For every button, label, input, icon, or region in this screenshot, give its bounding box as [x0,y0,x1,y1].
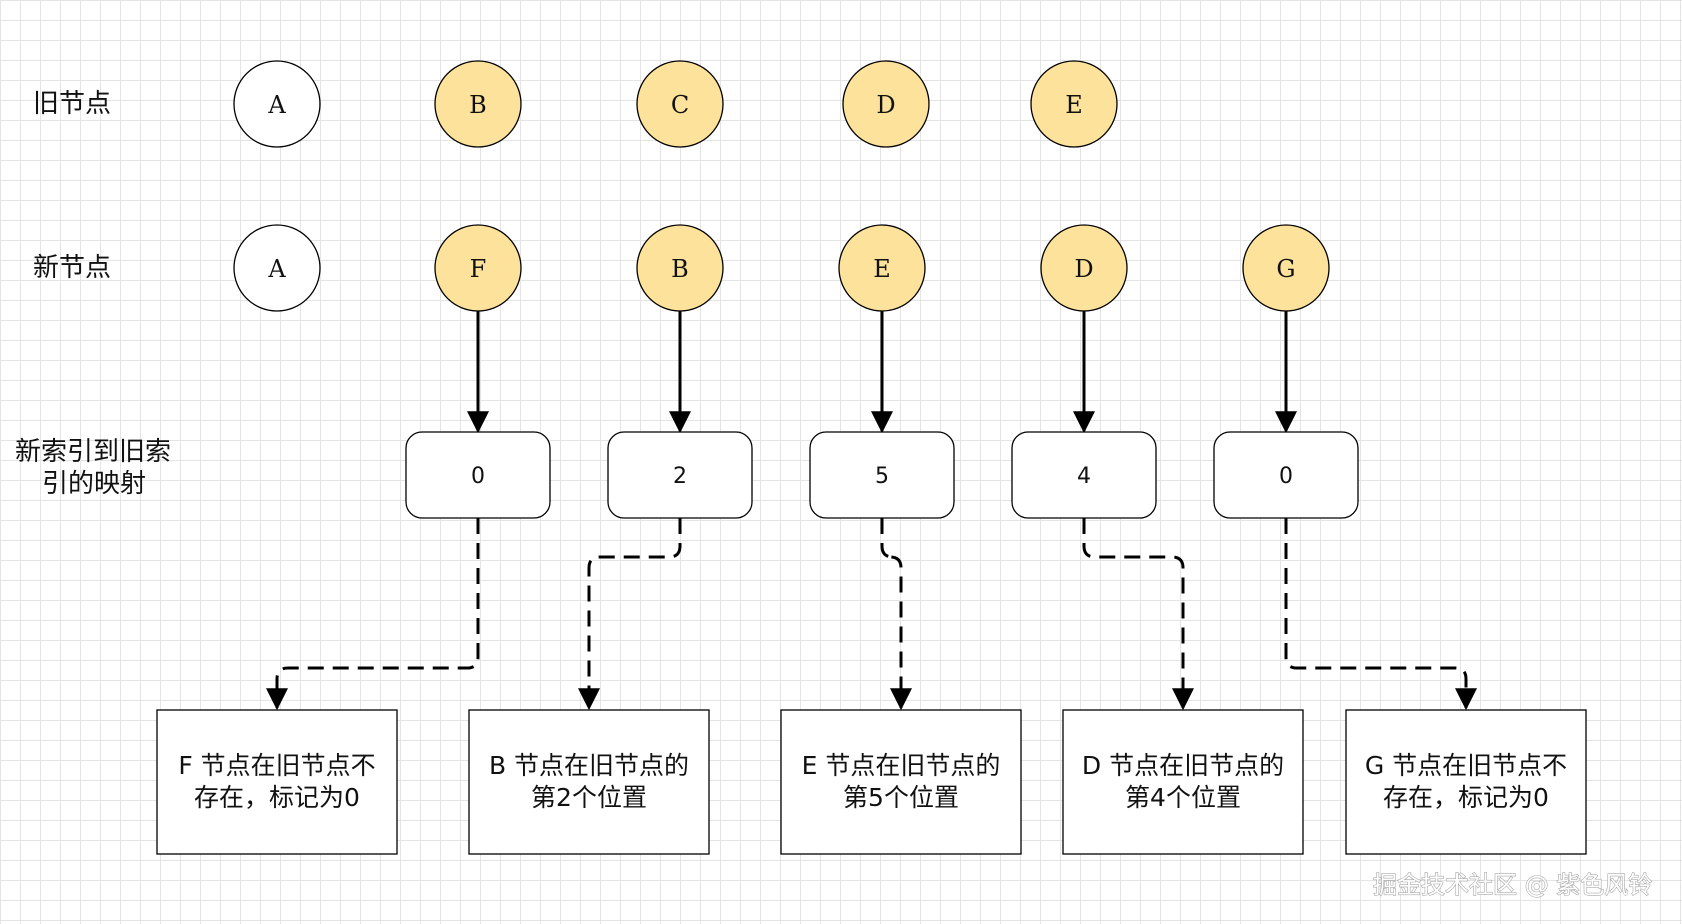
dashed-connector-f [266,518,480,711]
node-letter: G [1276,255,1295,283]
index-value: 2 [673,464,687,489]
new-node-a: A [233,224,321,312]
node-letter: A [267,91,286,119]
note-box-frame [1345,709,1587,855]
new-node-e: E [838,224,926,312]
note-box-frame [468,709,710,855]
index-value: 4 [1077,464,1091,489]
node-letter: E [1065,91,1083,119]
new-node-f: F [434,224,522,312]
node-circle [1030,60,1118,148]
old-node-d: D [842,60,930,148]
old-node-b: B [434,60,522,148]
note-line-2: 存在，标记为0 [1383,783,1549,812]
node-letter: B [671,255,689,283]
note-line-1: F 节点在旧节点不 [178,751,375,780]
node-letter: B [469,91,487,119]
old-node-e: E [1030,60,1118,148]
note-line-1: E 节点在旧节点的 [802,751,1001,780]
note-line-1: B 节点在旧节点的 [489,751,689,780]
note-box-frame [780,709,1022,855]
index-box: 0 [1213,431,1359,519]
note-line-2: 第4个位置 [1125,783,1241,812]
index-map-row: 0 2 5 4 0 [405,431,1359,519]
new-node-d: D [1040,224,1128,312]
old-node-c: C [636,60,724,148]
dashed-connector-b [578,518,682,711]
index-value: 5 [875,464,889,489]
old-nodes-row: A B C D E [233,60,1118,148]
index-value: 0 [471,464,485,489]
old-node-a: A [233,60,321,148]
index-box: 2 [607,431,753,519]
note-box-frame [1062,709,1304,855]
watermark-text: 掘金技术社区 @ 紫色风铃 [1373,871,1652,899]
index-box: 4 [1011,431,1157,519]
dashed-connector-g [1284,518,1477,711]
node-circle [636,60,724,148]
node-letter: F [470,255,487,283]
note-line-1: D 节点在旧节点的 [1082,751,1284,780]
note-line-2: 第2个位置 [531,783,647,812]
dashed-connector-d [1082,518,1194,711]
note-line-2: 存在，标记为0 [194,783,360,812]
index-box: 5 [809,431,955,519]
new-nodes-row-label: 新节点 [33,253,111,283]
index-box: 0 [405,431,551,519]
old-nodes-row-label: 旧节点 [33,89,111,119]
note-line-1: G 节点在旧节点不 [1365,751,1567,780]
index-map-row-label-line1: 新索引到旧索 [15,437,171,467]
node-letter: D [876,91,895,119]
node-circle [233,60,321,148]
node-letter: D [1074,255,1093,283]
node-letter: C [671,91,689,119]
new-node-g: G [1242,224,1330,312]
dashed-connector-e [880,518,912,711]
note-line-2: 第5个位置 [843,783,959,812]
index-map-row-label-line2: 引的映射 [42,469,146,499]
solid-arrows [467,311,1297,434]
node-circle [233,224,321,312]
node-circle [434,60,522,148]
node-letter: E [873,255,891,283]
note-box-frame [156,709,398,855]
node-letter: A [267,255,286,283]
dashed-arrows [266,518,1477,711]
node-circle [842,60,930,148]
new-node-b: B [636,224,724,312]
index-value: 0 [1279,464,1293,489]
